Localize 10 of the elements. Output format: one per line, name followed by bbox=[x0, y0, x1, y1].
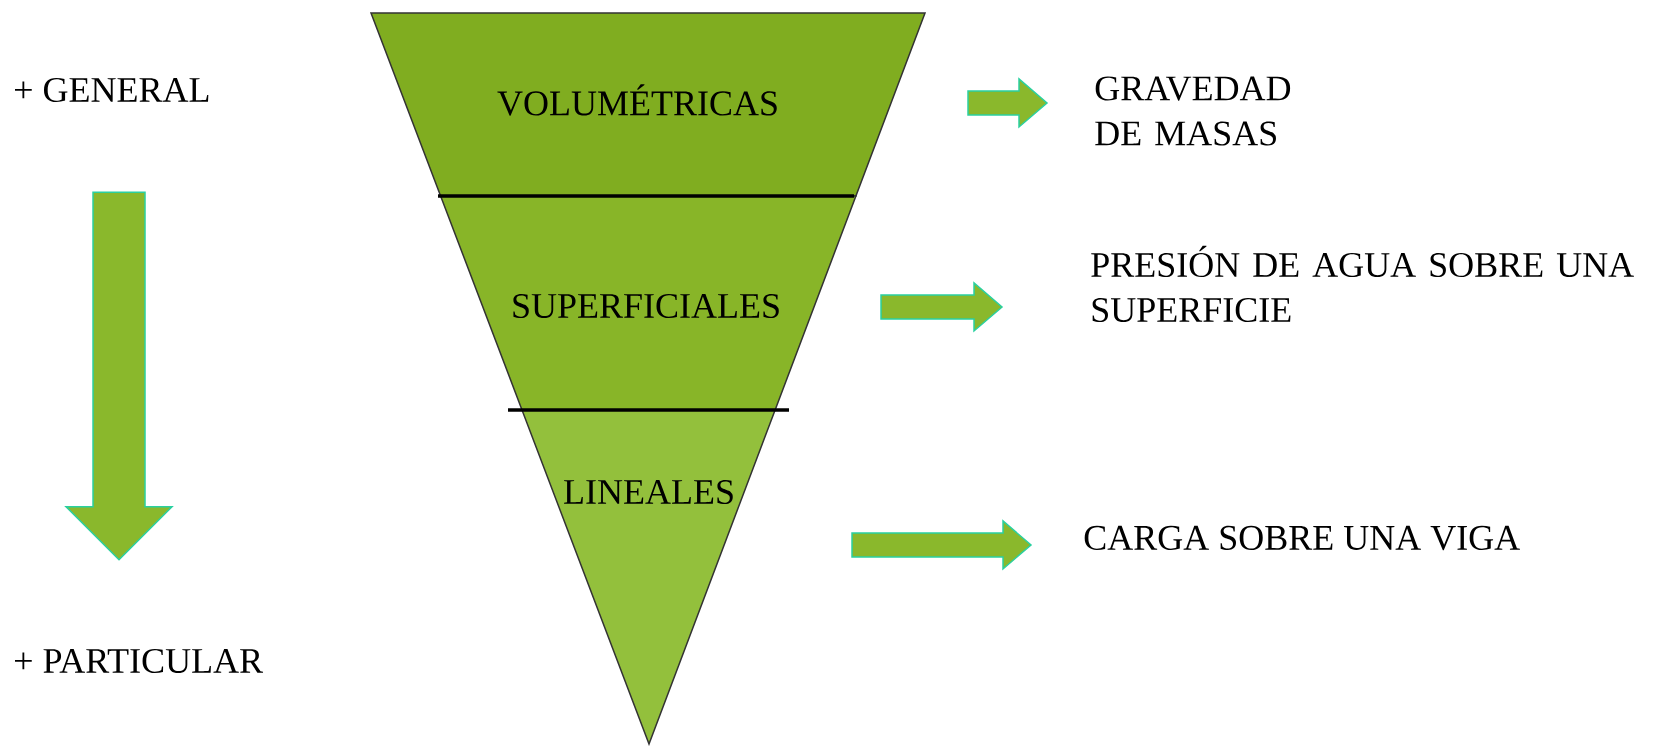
block-arrow bbox=[967, 77, 1049, 129]
label-text: CARGA SOBRE UNA VIGA bbox=[1084, 525, 1520, 551]
block-arrow bbox=[64, 191, 174, 561]
label-text: + PARTICULAR bbox=[15, 648, 263, 674]
label-text: PRESIÓN DE AGUA SOBRE UNA SUPERFICIE bbox=[1091, 245, 1634, 323]
block-arrow bbox=[880, 281, 1004, 333]
label-text: GRAVEDAD DE MASAS bbox=[1095, 76, 1291, 146]
block-arrow bbox=[851, 519, 1033, 571]
label-text: + GENERAL bbox=[15, 77, 209, 103]
pyramid-band: SUPERFICIALES bbox=[439, 195, 857, 411]
